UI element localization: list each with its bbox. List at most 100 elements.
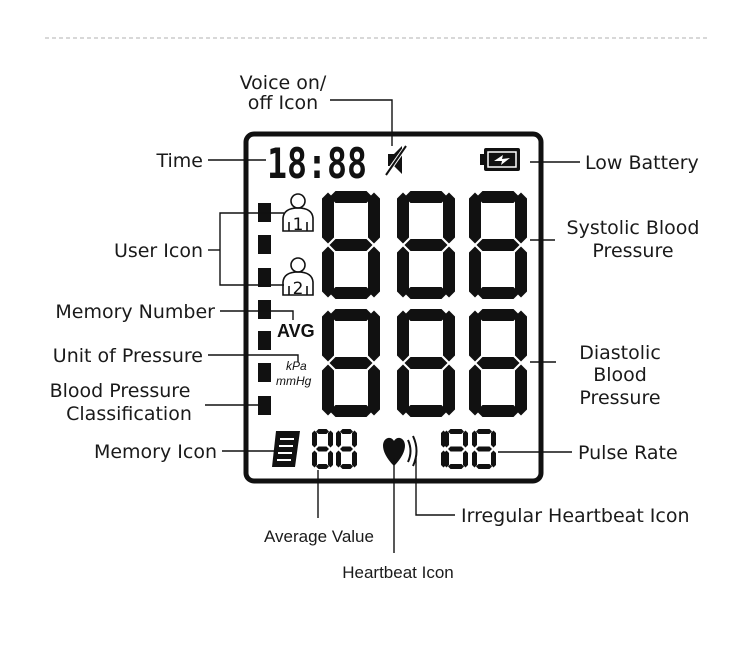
heartbeat-icon (383, 437, 405, 466)
diastolic-digit-0-seg-b (368, 310, 380, 362)
pulse-digit-1 (444, 429, 468, 469)
systolic-digit-1-seg-e (397, 246, 409, 298)
unit-mmhg: mmHg (276, 374, 312, 388)
classification-bar-2 (258, 235, 271, 254)
systolic-digit-0-seg-c (368, 246, 380, 298)
label-voice-2: off Icon (248, 92, 318, 114)
memory-digit-0-seg-e (312, 450, 317, 468)
systolic-digit-2-seg-c (515, 246, 527, 298)
label-systolic-1: Systolic Blood (567, 217, 700, 239)
user-2-icon (282, 257, 314, 296)
systolic-digit-0 (322, 191, 380, 299)
avg-indicator: AVG (277, 321, 315, 341)
diastolic-digit-0-seg-a (329, 309, 373, 321)
voice-off-icon (383, 143, 409, 178)
label-unit-of-pressure: Unit of Pressure (53, 345, 203, 367)
battery-icon (480, 148, 520, 171)
systolic-digit-2 (469, 191, 527, 299)
systolic-digit-2-seg-d (476, 287, 520, 299)
memory-digit-1 (336, 429, 357, 469)
diastolic-digit-2-seg-c (515, 364, 527, 416)
pulse-digit-2-seg-b (491, 430, 496, 448)
classification-bar-5 (258, 331, 271, 350)
memory-digit-1-seg-c (352, 450, 357, 468)
systolic-digit-0-seg-g (329, 239, 373, 251)
pulse-digit-2-seg-c (491, 450, 496, 468)
pulse-digit-1-seg-d (448, 464, 464, 469)
diastolic-digit-1-seg-d (404, 405, 448, 417)
user-2-number: 2 (293, 279, 304, 299)
diastolic-digit-2-seg-f (469, 310, 481, 362)
diastolic-digit-0 (322, 309, 380, 417)
diastolic-digit-2 (469, 309, 527, 417)
leader-lines (205, 99, 580, 553)
pulse-digit-1-seg-f (444, 430, 449, 448)
diastolic-digit-1-seg-f (397, 310, 409, 362)
diastolic-digit-1 (397, 309, 455, 417)
classification-bars (258, 203, 271, 415)
systolic-digit-0-seg-a (329, 191, 373, 203)
diastolic-digit-1-seg-g (404, 357, 448, 369)
label-low-battery: Low Battery (585, 152, 699, 174)
memory-digit-1-seg-d (340, 464, 353, 469)
systolic-digit-1-seg-b (443, 192, 455, 244)
diastolic-digit-2-seg-b (515, 310, 527, 362)
memory-digit-0-seg-g (316, 446, 329, 452)
systolic-digit-2-seg-g (476, 239, 520, 251)
label-memory-icon: Memory Icon (94, 441, 217, 463)
diastolic-digit-0-seg-e (322, 364, 334, 416)
pulse-digit-2-seg-g (476, 446, 492, 452)
systolic-digit-0-seg-d (329, 287, 373, 299)
systolic-digit-1-seg-c (443, 246, 455, 298)
systolic-digit-1-seg-d (404, 287, 448, 299)
pulse-digit-2-seg-a (476, 429, 492, 434)
label-diastolic-2: Blood (593, 364, 647, 386)
diastolic-digit-1-seg-e (397, 364, 409, 416)
diastolic-digit-0-seg-c (368, 364, 380, 416)
classification-bar-3 (258, 268, 271, 287)
memory-digit-0-seg-b (328, 430, 333, 448)
user-1-icon (282, 193, 314, 232)
classification-bar-7 (258, 396, 271, 415)
systolic-digit-2-seg-e (469, 246, 481, 298)
memory-digit-1-seg-e (336, 450, 341, 468)
label-average-value: Average Value (264, 527, 374, 546)
systolic-digit-0-seg-b (368, 192, 380, 244)
pulse-digit-1-seg-b (463, 430, 468, 448)
label-pulse-rate: Pulse Rate (578, 442, 678, 464)
label-heartbeat-icon: Heartbeat Icon (342, 563, 454, 582)
label-irregular-heartbeat: Irregular Heartbeat Icon (461, 505, 690, 527)
systolic-digit-0-seg-f (322, 192, 334, 244)
systolic-digit-1-seg-f (397, 192, 409, 244)
systolic-digit-2-seg-f (469, 192, 481, 244)
memory-digit-1-seg-a (340, 429, 353, 434)
memory-digit-0-seg-c (328, 450, 333, 468)
pulse-digit-1-seg-c (463, 450, 468, 468)
pulse-digit-1-seg-a (448, 429, 464, 434)
label-bp-classification-1: Blood Pressure (50, 380, 191, 402)
memory-digit-0-seg-d (316, 464, 329, 469)
label-time: Time (156, 150, 204, 172)
pulse-digit-2-seg-f (472, 430, 477, 448)
memory-digit-0-seg-f (312, 430, 317, 448)
irregular-heartbeat-icon (407, 435, 418, 467)
diastolic-digit-1-seg-b (443, 310, 455, 362)
label-systolic-2: Pressure (592, 240, 673, 262)
memory-digit-0-seg-a (316, 429, 329, 434)
systolic-digit-2-seg-a (476, 191, 520, 203)
memory-icon (272, 431, 300, 467)
pulse-digit-1-seg-e (444, 450, 449, 468)
classification-bar-4 (258, 300, 271, 319)
label-user-icon: User Icon (114, 240, 203, 262)
diastolic-digit-2-seg-d (476, 405, 520, 417)
label-memory-number: Memory Number (55, 301, 215, 323)
label-diastolic-3: Pressure (579, 387, 660, 409)
systolic-digit-1-seg-a (404, 191, 448, 203)
time-readout: 18:88 (267, 139, 367, 188)
systolic-digit-0-seg-e (322, 246, 334, 298)
memory-digit-1-seg-b (352, 430, 357, 448)
pulse-digit-2-seg-e (472, 450, 477, 468)
diastolic-digit-0-seg-d (329, 405, 373, 417)
diastolic-digit-2-seg-a (476, 309, 520, 321)
